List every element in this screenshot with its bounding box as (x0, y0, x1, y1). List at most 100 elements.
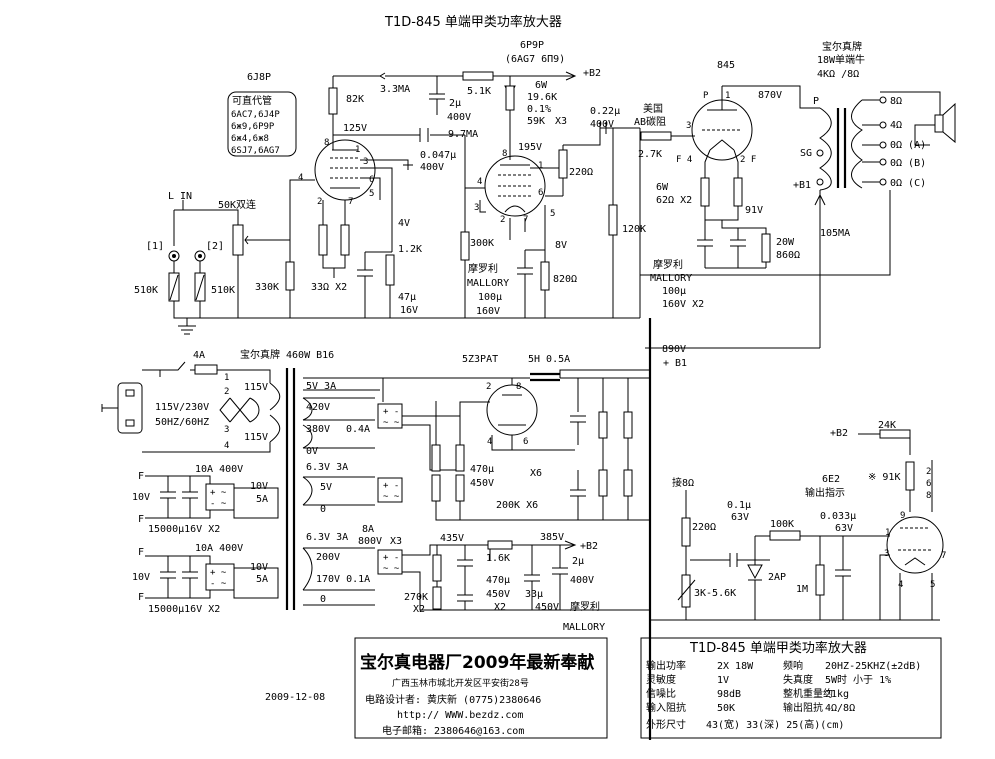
svg-text:0Ω (A): 0Ω (A) (890, 140, 926, 151)
svg-text:1.2K: 1.2K (398, 244, 422, 255)
svg-text:F 4: F 4 (676, 155, 692, 165)
svg-text:62Ω X2: 62Ω X2 (656, 195, 692, 206)
svg-text:1.6K: 1.6K (486, 553, 510, 564)
svg-text:300K: 300K (470, 238, 494, 249)
svg-text:4A: 4A (193, 350, 205, 361)
svg-text:10A 400V: 10A 400V (195, 464, 243, 475)
svg-text:115V: 115V (244, 382, 268, 393)
svg-text:+B2: +B2 (583, 68, 601, 79)
svg-text:6SJ7,6AG7: 6SJ7,6AG7 (231, 146, 280, 156)
svg-text:510K: 510K (211, 285, 235, 296)
svg-text:摩罗利: 摩罗利 (653, 258, 683, 271)
svg-text:100μ: 100μ (478, 292, 502, 303)
svg-text:50HZ/60HZ: 50HZ/60HZ (155, 417, 209, 428)
output-transformer: 宝尔真牌 18W单端牛 4KΩ /8Ω P SG +B1 105MA 8Ω 4Ω… (793, 40, 956, 348)
svg-text:4: 4 (298, 173, 303, 183)
svg-text:47μ: 47μ (398, 292, 416, 303)
bridge-rectifier-2 (377, 477, 403, 503)
svg-text:外形尺寸: 外形尺寸 (646, 718, 686, 731)
svg-text:2: 2 (926, 467, 931, 477)
maker-info-box (354, 637, 608, 739)
svg-text:(6AG7 6П9): (6AG7 6П9) (505, 54, 565, 65)
svg-text:8: 8 (324, 138, 329, 148)
svg-text:X3: X3 (390, 536, 402, 547)
svg-text:F: F (138, 547, 144, 558)
svg-text:450V: 450V (535, 602, 559, 613)
svg-text:160V X2: 160V X2 (662, 299, 704, 310)
svg-text:F: F (138, 592, 144, 603)
spec-title: T1D-845 单端甲类功率放大器 (689, 640, 867, 656)
filament-supply-2: F F 10A 400V 10V 10V 5A 15000μ16V X2 + ~… (132, 543, 279, 615)
spec-cell: 4Ω/8Ω (825, 703, 855, 714)
svg-text:0: 0 (320, 594, 326, 605)
svg-text:63V: 63V (835, 523, 853, 534)
svg-text:2009-12-08: 2009-12-08 (265, 692, 325, 703)
svg-text:1: 1 (725, 91, 730, 101)
spec-cell: 输出阻抗 (783, 701, 823, 714)
tube-6e2: 9 1 3 7 4 5 (884, 511, 946, 590)
svg-text:宝尔真牌: 宝尔真牌 (822, 40, 862, 53)
svg-text:10V: 10V (132, 492, 150, 503)
svg-text:MALLORY: MALLORY (563, 622, 605, 633)
svg-text:接8Ω: 接8Ω (672, 476, 694, 489)
svg-text:6AC7,6J4P: 6AC7,6J4P (231, 110, 280, 120)
svg-text:5A: 5A (256, 494, 268, 505)
svg-text:33Ω X2: 33Ω X2 (311, 282, 347, 293)
svg-text:170V 0.1A: 170V 0.1A (316, 574, 370, 585)
svg-text:330K: 330K (255, 282, 279, 293)
svg-text:2: 2 (500, 215, 505, 225)
svg-text:7: 7 (941, 551, 946, 561)
spec-cell: 20HZ-25KHZ(±2dB) (825, 661, 921, 672)
svg-text:~ ~: ~ ~ (383, 564, 400, 574)
tube-845: P 1 3 F 4 2 F (676, 91, 756, 165)
svg-text:5: 5 (369, 189, 374, 199)
svg-text:6ж9,6P9P: 6ж9,6P9P (231, 122, 275, 132)
spec-cell: 50K (717, 703, 735, 714)
svg-text:6J8P: 6J8P (247, 72, 271, 83)
svg-text:6W: 6W (656, 182, 669, 193)
spec-cell: 1V (717, 675, 729, 686)
svg-text:6.3V 3A: 6.3V 3A (306, 532, 348, 543)
svg-text:~ ~: ~ ~ (383, 418, 400, 428)
svg-text:+ -: + - (383, 481, 399, 491)
svg-text:[2]: [2] (206, 241, 224, 252)
svg-text:19.6K: 19.6K (527, 92, 557, 103)
tube-6j8p: 8 1 3 4 6 5 2 7 (298, 135, 376, 207)
svg-text:450V: 450V (470, 478, 494, 489)
svg-text:6: 6 (538, 188, 543, 198)
svg-text:1: 1 (538, 161, 543, 171)
svg-text:220Ω: 220Ω (569, 167, 593, 178)
svg-text:3K-5.6K: 3K-5.6K (694, 588, 736, 599)
svg-text:2 F: 2 F (740, 155, 756, 165)
svg-text:摩罗利: 摩罗利 (468, 262, 498, 275)
svg-text:P: P (813, 96, 819, 107)
svg-text:AB碳阻: AB碳阻 (634, 115, 666, 128)
svg-text:5H 0.5A: 5H 0.5A (528, 354, 570, 365)
spec-cell: 98dB (717, 689, 741, 700)
svg-text:18W单端牛: 18W单端牛 (817, 53, 865, 66)
svg-text:2AP: 2AP (768, 572, 786, 583)
svg-text:X3: X3 (555, 116, 567, 127)
svg-text:10A 400V: 10A 400V (195, 543, 243, 554)
svg-text:4: 4 (487, 437, 492, 447)
svg-text:43(宽) 33(深) 25(高)(cm): 43(宽) 33(深) 25(高)(cm) (706, 718, 844, 731)
svg-text:400V: 400V (590, 119, 614, 130)
svg-text:5.1K: 5.1K (467, 86, 491, 97)
svg-text:~ ~: ~ ~ (383, 492, 400, 502)
svg-text:470μ: 470μ (470, 464, 494, 475)
svg-text:可直代管: 可直代管 (232, 94, 272, 107)
svg-text:20W: 20W (776, 237, 795, 248)
svg-text:7: 7 (348, 197, 353, 207)
svg-text:8A: 8A (362, 524, 374, 535)
svg-text:+ -: + - (383, 407, 399, 417)
svg-text:16V: 16V (400, 305, 418, 316)
svg-text:5: 5 (550, 209, 555, 219)
svg-text:10V: 10V (250, 481, 268, 492)
svg-text:3: 3 (884, 549, 889, 559)
svg-text:输出指示: 输出指示 (805, 486, 845, 499)
svg-text:+ ~: + ~ (210, 568, 227, 578)
svg-text:820Ω: 820Ω (553, 274, 577, 285)
svg-text:200K X6: 200K X6 (496, 500, 538, 511)
